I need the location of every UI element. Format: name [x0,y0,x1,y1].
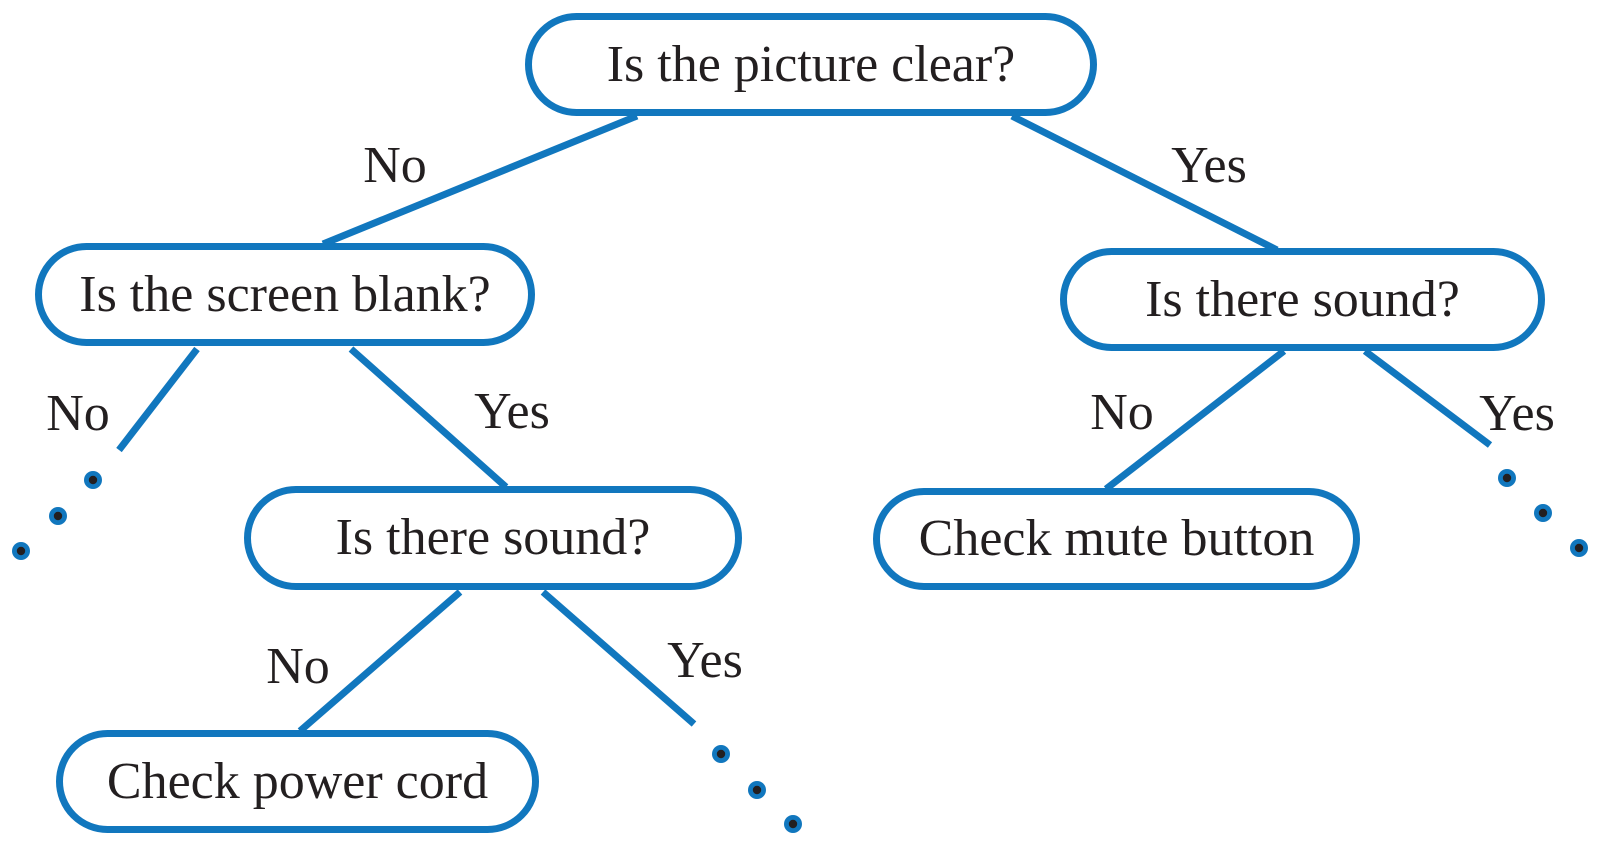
edge-root-no [321,112,639,248]
node-is-screen-blank: Is the screen blank? [35,243,535,346]
node-is-there-sound-right: Is there sound? [1060,248,1545,351]
label-blank-yes: Yes [474,383,550,440]
edge-root-yes [1010,112,1279,254]
ellipsis-dots-left [12,471,102,560]
label-root-no: No [363,137,427,194]
edge-soundmid-yes [540,589,697,727]
edge-soundright-yes [1362,348,1493,448]
ellipsis-dots-right [1498,469,1588,557]
label-soundright-no: No [1090,384,1154,441]
node-check-power-cord: Check power cord [56,730,539,833]
label-root-yes: Yes [1171,137,1247,194]
edge-blank-yes [348,346,509,490]
edge-soundright-no [1103,348,1287,492]
node-is-there-sound-mid: Is there sound? [244,486,742,590]
ellipsis-dots-mid [712,745,802,833]
node-check-mute-button: Check mute button [873,488,1360,590]
node-is-picture-clear: Is the picture clear? [525,13,1097,116]
label-soundmid-no: No [266,638,330,695]
edge-blank-no [116,346,200,453]
edge-soundmid-no [297,589,463,734]
label-soundright-yes: Yes [1479,385,1555,442]
label-blank-no: No [46,385,110,442]
label-soundmid-yes: Yes [667,632,743,689]
